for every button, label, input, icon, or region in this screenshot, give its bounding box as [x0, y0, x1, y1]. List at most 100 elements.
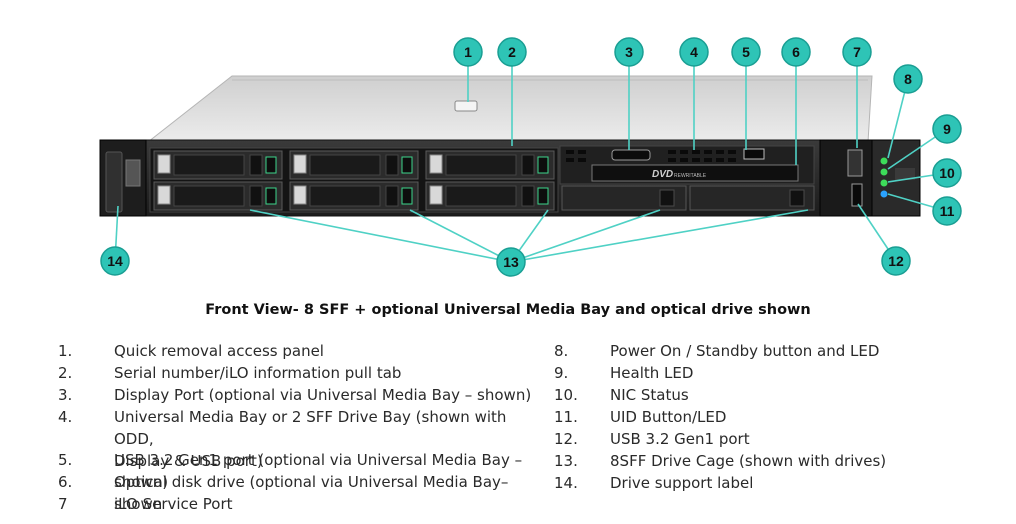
- nic-led-icon: [880, 179, 888, 187]
- legend-text: USB 3.2 Gen1 port (optional via Universa…: [114, 451, 523, 491]
- legend-item: 6. Optical disk drive (optional via Unive…: [58, 471, 548, 513]
- display-port-icon: [611, 149, 651, 161]
- callout-11: 11: [932, 196, 962, 226]
- legend-number: 4.: [58, 408, 73, 426]
- legend-number: 7: [58, 495, 68, 513]
- legend-number: 12.: [554, 430, 578, 448]
- legend-item: 1. Quick removal access panel: [58, 340, 548, 362]
- legend-number: 6.: [58, 473, 73, 491]
- usb-front-port-icon: [851, 183, 863, 207]
- callout-1: 1: [453, 37, 483, 67]
- legend-text: USB 3.2 Gen1 port: [610, 430, 750, 448]
- callout-label: 5: [742, 44, 750, 60]
- legend-item: 3. Display Port (optional via Universal M…: [58, 384, 548, 406]
- legend-number: 5.: [58, 451, 73, 469]
- legend-number: 14.: [554, 474, 578, 492]
- drive-carrier: [153, 181, 283, 211]
- drive-carrier: [153, 150, 283, 180]
- legend-number: 2.: [58, 364, 73, 382]
- callout-10: 10: [932, 158, 962, 188]
- legend-text: Display Port (optional via Universal Med…: [114, 386, 532, 404]
- legend-right: 8. Power On / Standby button and LED 9. Hea…: [554, 340, 994, 494]
- drive-carrier: [289, 181, 419, 211]
- optical-drive: [591, 164, 799, 182]
- power-led-icon: [880, 157, 888, 165]
- callout-4: 4: [679, 37, 709, 67]
- callout-label: 14: [107, 253, 123, 269]
- legend-item: 8. Power On / Standby button and LED: [554, 340, 994, 362]
- uid-led-icon: [880, 190, 888, 198]
- callout-label: 7: [853, 44, 861, 60]
- legend-left: 1. Quick removal access panel 2. Serial num…: [58, 340, 548, 515]
- legend-number: 11.: [554, 408, 578, 426]
- access-panel-latch: [454, 100, 478, 112]
- legend-item: 13. 8SFF Drive Cage (shown with drives): [554, 450, 994, 472]
- callout-12: 12: [881, 246, 911, 276]
- dvd-logo: DVD: [652, 169, 673, 180]
- callout-label: 3: [625, 44, 633, 60]
- callout-label: 6: [792, 44, 800, 60]
- legend-number: 1.: [58, 342, 73, 360]
- legend-text: Quick removal access panel: [114, 342, 324, 360]
- legend-number: 10.: [554, 386, 578, 404]
- callout-label: 4: [690, 44, 698, 60]
- legend-item: 5. USB 3.2 Gen1 port (optional via Univer…: [58, 449, 548, 491]
- drive-support-label-icon: [125, 159, 141, 187]
- drive-carrier: [425, 150, 555, 180]
- legend-text: Power On / Standby button and LED: [610, 342, 880, 360]
- legend-number: 8.: [554, 342, 569, 360]
- callout-3: 3: [614, 37, 644, 67]
- vent-grille: [566, 150, 736, 162]
- legend-text: Health LED: [610, 364, 694, 382]
- figure-caption: Front View- 8 SFF + optional Universal M…: [205, 302, 811, 318]
- legend-item: 10. NIC Status: [554, 384, 994, 406]
- legend-item: 11. UID Button/LED: [554, 406, 994, 428]
- drive-carrier: [289, 150, 419, 180]
- callout-label: 11: [940, 203, 955, 219]
- legend-number: 3.: [58, 386, 73, 404]
- legend-item: 14. Drive support label: [554, 472, 994, 494]
- legend-text: Serial number/iLO information pull tab: [114, 364, 402, 382]
- callout-label: 9: [943, 121, 951, 137]
- legend-item: 9. Health LED: [554, 362, 994, 384]
- dvd-sub-label: REWRITABLE: [674, 173, 707, 179]
- legend-text: Drive support label: [610, 474, 754, 492]
- leader-lines: [114, 52, 948, 263]
- callout-label: 10: [939, 165, 955, 181]
- chassis-top-cover: [146, 75, 873, 143]
- callout-14: 14: [100, 246, 130, 276]
- legend-text: Optical disk drive (optional via Univers…: [114, 473, 509, 513]
- leader-line: [409, 209, 512, 263]
- callout-label: 1: [464, 44, 472, 60]
- legend-number: 13.: [554, 452, 578, 470]
- leader-line: [510, 209, 809, 263]
- legend-text: Universal Media Bay or 2 SFF Drive Bay (…: [114, 408, 507, 470]
- drive-carrier: [425, 181, 555, 211]
- callout-2: 2: [497, 37, 527, 67]
- callout-9: 9: [932, 114, 962, 144]
- callout-7: 7: [842, 37, 872, 67]
- leader-line: [510, 209, 661, 263]
- health-led-icon: [880, 168, 888, 176]
- ilo-service-port-icon: [847, 149, 863, 177]
- callout-label: 13: [503, 254, 519, 270]
- legend-text: NIC Status: [610, 386, 689, 404]
- callout-label: 8: [904, 71, 912, 87]
- legend-item: 4. Universal Media Bay or 2 SFF Drive Bay…: [58, 406, 548, 470]
- legend-item: 12. USB 3.2 Gen1 port: [554, 428, 994, 450]
- callout-6: 6: [781, 37, 811, 67]
- legend-item: 7 iLO Service Port: [58, 493, 548, 515]
- legend-text: 8SFF Drive Cage (shown with drives): [610, 452, 887, 470]
- callout-13: 13: [496, 247, 526, 277]
- legend-number: 9.: [554, 364, 569, 382]
- callout-5: 5: [731, 37, 761, 67]
- drive-slots: [153, 150, 555, 211]
- legend-text: iLO Service Port: [114, 495, 233, 513]
- legend-item: 2. Serial number/iLO information pull tab: [58, 362, 548, 384]
- legend-text: UID Button/LED: [610, 408, 727, 426]
- callout-8: 8: [893, 64, 923, 94]
- callout-label: 12: [888, 253, 904, 269]
- leader-line: [249, 209, 512, 263]
